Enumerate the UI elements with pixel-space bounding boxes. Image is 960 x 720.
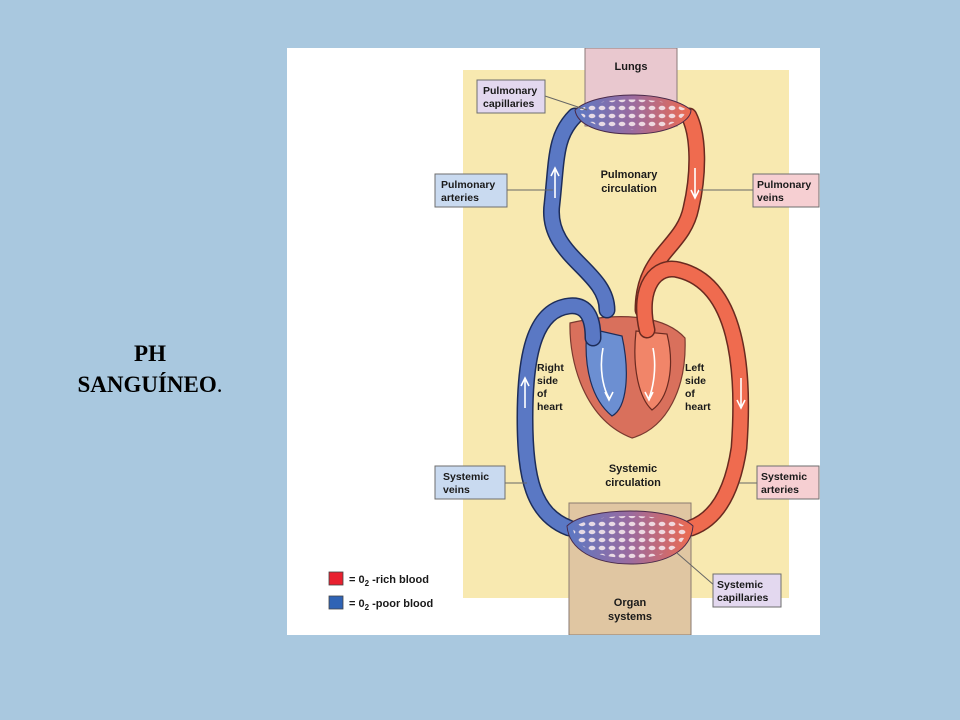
svg-text:veins: veins xyxy=(757,192,784,204)
left-side-label-1: Left xyxy=(685,362,705,374)
lungs-label: Lungs xyxy=(615,61,648,73)
right-side-label-2: side xyxy=(537,375,558,387)
leader-systemic-capillaries xyxy=(676,552,716,587)
leader-lines xyxy=(505,95,757,587)
svg-text:heart: heart xyxy=(537,401,563,413)
svg-text:circulation: circulation xyxy=(605,477,661,489)
slide-title-line2: SANGUÍNEO xyxy=(77,372,217,397)
systemic-capillaries-label-2: capillaries xyxy=(717,592,769,604)
svg-text:side: side xyxy=(537,375,558,387)
right-side-label-1: Right xyxy=(537,362,564,374)
svg-text:systems: systems xyxy=(608,611,652,623)
svg-text:Systemic: Systemic xyxy=(717,579,763,591)
leader-pulmonary-capillaries xyxy=(544,95,588,111)
svg-text:capillaries: capillaries xyxy=(483,98,535,110)
circulation-diagram: Lungs Pulmonary capillaries Pulmonary ar… xyxy=(328,48,820,635)
pulmonary-veins-box xyxy=(752,173,820,208)
left-side-label-2: side xyxy=(685,375,706,387)
right-side-label-4: heart xyxy=(537,401,563,413)
pulmonary-capillary-mesh xyxy=(579,99,687,130)
left-atrium-ventricle xyxy=(634,330,672,411)
systemic-arteries-label-1: Systemic xyxy=(761,471,807,483)
systemic-circulation-label-2: circulation xyxy=(605,477,661,489)
pulmonary-capillaries-label-1: Pulmonary xyxy=(483,85,537,97)
svg-text:Right: Right xyxy=(537,362,564,374)
legend-swatch-oxygen-rich xyxy=(328,571,344,586)
systemic-arteries-box xyxy=(756,465,820,500)
organ-systems-label-1: Organ xyxy=(614,597,647,609)
svg-text:Organ: Organ xyxy=(614,597,647,609)
slide-title: PH SANGUÍNEO. xyxy=(30,338,270,400)
systemic-capillaries-label-1: Systemic xyxy=(717,579,763,591)
svg-text:heart: heart xyxy=(685,401,711,413)
legend: = 02 -rich blood = 02 -poor blood xyxy=(328,571,433,612)
svg-text:Pulmonary: Pulmonary xyxy=(483,85,537,97)
pulmonary-capillaries-box xyxy=(476,79,546,114)
svg-text:Systemic: Systemic xyxy=(443,471,489,483)
slide-title-punct: . xyxy=(216,372,223,397)
flow-arrows xyxy=(520,166,746,410)
svg-text:Systemic: Systemic xyxy=(609,463,657,475)
svg-text:side: side xyxy=(685,375,706,387)
svg-text:Pulmonary: Pulmonary xyxy=(441,179,495,191)
arrow-pulmonary-vein xyxy=(690,168,700,200)
pulmonary-arteries-vessel xyxy=(544,109,614,317)
arrow-systemic-vein xyxy=(520,376,530,408)
svg-text:circulation: circulation xyxy=(601,183,657,195)
systemic-capillary-mesh xyxy=(573,516,687,558)
systemic-veins-box xyxy=(434,465,506,500)
slide-title-line1: PH xyxy=(134,341,166,366)
right-side-label-3: of xyxy=(537,388,547,400)
pulmonary-veins-label-2: veins xyxy=(757,192,784,204)
pulmonary-circulation-label-1: Pulmonary xyxy=(601,169,659,181)
pulmonary-circulation-label-2: circulation xyxy=(601,183,657,195)
svg-text:Systemic: Systemic xyxy=(761,471,807,483)
circulation-figure: Lungs Pulmonary capillaries Pulmonary ar… xyxy=(287,48,820,635)
legend-item-oxygen-poor: = 02 -poor blood xyxy=(349,598,433,612)
left-side-label-3: of xyxy=(685,388,695,400)
legend-swatch-oxygen-poor xyxy=(328,595,344,610)
arrow-left-heart xyxy=(644,347,656,402)
systemic-arteries-label-2: arteries xyxy=(761,484,799,496)
svg-text:Pulmonary: Pulmonary xyxy=(601,169,659,181)
systemic-arteries-vessel xyxy=(637,262,748,535)
svg-text:of: of xyxy=(685,388,695,400)
right-atrium-ventricle xyxy=(585,327,627,417)
arrow-right-heart xyxy=(600,347,614,402)
systemic-veins-vessel xyxy=(517,298,600,535)
svg-text:veins: veins xyxy=(443,484,470,496)
svg-text:Left: Left xyxy=(685,362,705,374)
left-side-label-4: heart xyxy=(685,401,711,413)
organ-systems-label-2: systems xyxy=(608,611,652,623)
arrow-systemic-artery xyxy=(736,378,746,410)
svg-text:arteries: arteries xyxy=(761,484,799,496)
arrow-pulmonary-artery xyxy=(550,166,560,198)
svg-text:of: of xyxy=(537,388,547,400)
pulmonary-veins-label-1: Pulmonary xyxy=(757,179,811,191)
systemic-circulation-label-1: Systemic xyxy=(609,463,657,475)
systemic-veins-label-1: Systemic xyxy=(443,471,489,483)
svg-text:Pulmonary: Pulmonary xyxy=(757,179,811,191)
legend-item-oxygen-rich: = 02 -rich blood xyxy=(349,574,429,588)
pulmonary-arteries-label-2: arteries xyxy=(441,192,479,204)
svg-text:capillaries: capillaries xyxy=(717,592,769,604)
pulmonary-arteries-label-1: Pulmonary xyxy=(441,179,495,191)
svg-text:arteries: arteries xyxy=(441,192,479,204)
pulmonary-arteries-box xyxy=(434,173,508,208)
systemic-veins-label-2: veins xyxy=(443,484,470,496)
systemic-capillaries-box xyxy=(712,573,782,608)
pulmonary-capillaries-label-2: capillaries xyxy=(483,98,535,110)
